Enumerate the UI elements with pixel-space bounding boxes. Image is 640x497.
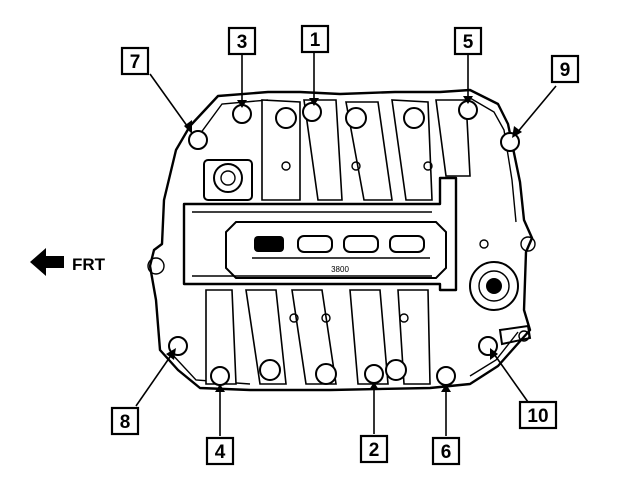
plenum-inner-edge: [192, 211, 432, 277]
hole: [399, 313, 409, 323]
callout-6: 6: [431, 436, 461, 466]
bolt-6: [436, 366, 456, 386]
leader-2-arrow: [369, 382, 379, 390]
hole: [351, 161, 361, 171]
callout-4-box: [205, 436, 235, 466]
upper-runner-2: [303, 99, 343, 201]
callout-5: 5: [453, 26, 483, 56]
badge-digit-0-a: [343, 235, 379, 253]
leader-8-arrow: [166, 348, 176, 360]
callout-6-box: [431, 436, 461, 466]
leader-6-arrow: [441, 384, 451, 392]
callout-8: 8: [110, 406, 140, 436]
runner-bolt: [403, 107, 425, 129]
leader-5-arrow: [463, 96, 473, 104]
callout-4: 4: [205, 436, 235, 466]
badge-digit-0-b: [389, 235, 425, 253]
front-arrow-icon: [30, 248, 64, 276]
leader-3-arrow: [237, 100, 247, 108]
runner-bolt: [385, 359, 407, 381]
plenum-badge: 3800: [225, 221, 447, 279]
plenum-body: [182, 176, 458, 292]
sensor-port-housing: [203, 159, 253, 201]
callout-5-number: 5: [463, 32, 474, 53]
leader-10-arrow: [490, 348, 498, 360]
front-direction-indicator: FRT: [30, 248, 106, 276]
callout-leaders: [135, 50, 557, 436]
callout-10-number: 10: [527, 406, 548, 427]
callout-1-box: [300, 24, 330, 54]
flange-ear-left: [147, 257, 165, 275]
hole: [289, 313, 299, 323]
egr-port-center: [486, 278, 502, 294]
leader-9: [515, 85, 557, 135]
hole: [321, 313, 331, 323]
callout-10-box: [518, 400, 558, 430]
plenum-badge-text: 3800: [331, 265, 349, 274]
egr-port-inner: [478, 270, 510, 302]
sensor-port-core: [220, 170, 236, 186]
callout-9-number: 9: [560, 60, 571, 81]
sequence-bolts: [168, 100, 520, 386]
badge-digit-8: [297, 235, 333, 253]
lower-runner-2: [245, 289, 287, 385]
callout-10: 10: [518, 400, 558, 430]
bolt-4: [210, 366, 230, 386]
sensor-port: [213, 163, 243, 193]
leader-7-arrow: [184, 120, 192, 134]
callout-4-number: 4: [215, 442, 226, 463]
leader-7: [149, 73, 191, 131]
callout-5-box: [453, 26, 483, 56]
leader-8: [135, 353, 173, 407]
hole: [423, 161, 433, 171]
lower-runner-4: [349, 289, 389, 385]
bolt-1: [302, 102, 322, 122]
leader-1-arrow: [309, 98, 319, 106]
callout-3-box: [227, 26, 257, 56]
runner-bolt: [275, 107, 297, 129]
flange-inner-contour: [169, 97, 519, 385]
intake-manifold: 3800: [147, 88, 536, 392]
callout-9-box: [550, 54, 580, 84]
lower-runner-5: [397, 289, 431, 385]
hole: [281, 161, 291, 171]
bolt-7: [188, 130, 208, 150]
runner-bolt: [315, 363, 337, 385]
callout-2-number: 2: [369, 440, 380, 461]
callout-3: 3: [227, 26, 257, 56]
leader-9-arrow: [512, 126, 522, 138]
callout-7: 7: [120, 46, 150, 76]
lower-runner-1: [205, 289, 237, 385]
callout-6-number: 6: [441, 442, 452, 463]
bolt-9: [500, 132, 520, 152]
bolt-2: [364, 364, 384, 384]
leader-4-arrow: [215, 384, 225, 392]
callout-7-number: 7: [130, 52, 141, 73]
callout-9: 9: [550, 54, 580, 84]
hole: [479, 239, 489, 249]
badge-digit-3: [254, 236, 284, 252]
plenum-badge-frame: [225, 221, 447, 279]
callout-2-box: [359, 434, 389, 464]
egr-port-outer: [469, 261, 519, 311]
callout-8-number: 8: [120, 412, 131, 433]
runner-bolt: [345, 107, 367, 129]
callout-7-box: [120, 46, 150, 76]
callout-boxes: 1 2 3 4 5 6 7 8: [110, 24, 580, 466]
upper-runner-5: [435, 99, 471, 177]
callout-8-box: [110, 406, 140, 436]
front-direction-label: FRT: [72, 255, 106, 274]
callout-1: 1: [300, 24, 330, 54]
flange-ear-right: [520, 236, 536, 252]
runner-bolts: [259, 107, 425, 385]
callout-3-number: 3: [237, 32, 248, 53]
callout-1-number: 1: [310, 30, 321, 51]
vacuum-fitting: [498, 324, 532, 346]
runner-bolt: [259, 359, 281, 381]
callout-2: 2: [359, 434, 389, 464]
leader-10: [493, 353, 529, 403]
